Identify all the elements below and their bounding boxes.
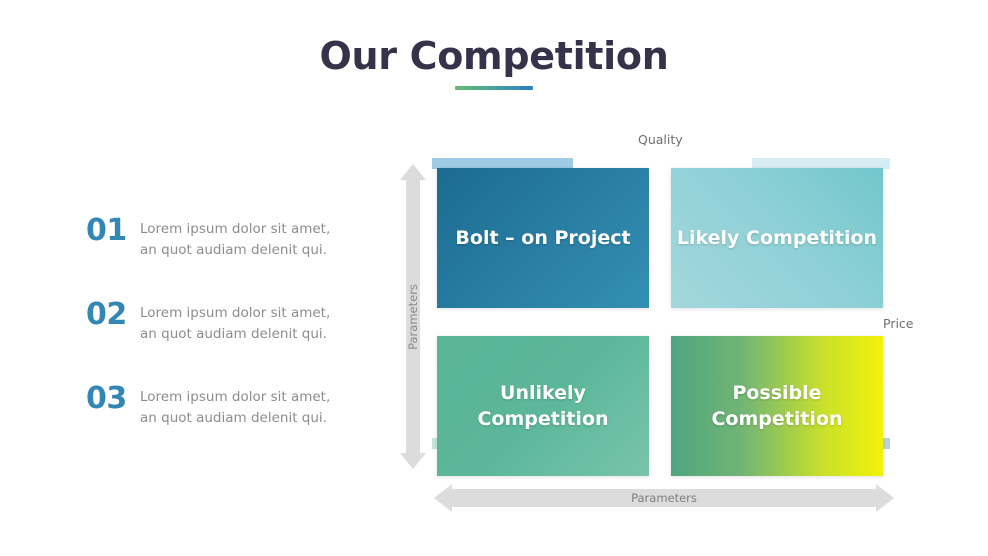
quadrant-label: Possible Competition bbox=[711, 382, 843, 430]
axis-label-quality: Quality bbox=[638, 132, 683, 147]
list-item-text: Lorem ipsum dolor sit amet, an quot audi… bbox=[140, 221, 331, 258]
axis-label-price: Price bbox=[883, 316, 914, 331]
page-title: Our Competition bbox=[319, 34, 669, 78]
page-header: Our Competition bbox=[0, 30, 988, 90]
quadrant-label: Likely Competition bbox=[676, 227, 878, 249]
quadrant-accent-bar-top-left bbox=[432, 158, 573, 169]
list-item-number: 01 bbox=[86, 213, 127, 248]
quadrant-likely-competition[interactable]: Likely Competition bbox=[671, 168, 883, 308]
list-item-number: 03 bbox=[86, 381, 127, 416]
title-underline-accent bbox=[455, 86, 533, 90]
numbered-list: 01 Lorem ipsum dolor sit amet, an quot a… bbox=[86, 215, 346, 467]
horizontal-double-arrow-icon bbox=[434, 484, 894, 512]
quadrant-accent-bar-top-right bbox=[752, 158, 890, 169]
quadrant-bolt-on-project[interactable]: Bolt – on Project bbox=[437, 168, 649, 308]
horizontal-axis-arrow: Parameters bbox=[434, 484, 894, 512]
vertical-double-arrow-icon bbox=[400, 164, 426, 469]
list-item-number: 02 bbox=[86, 297, 127, 332]
list-item: 02 Lorem ipsum dolor sit amet, an quot a… bbox=[86, 299, 346, 345]
quadrant-unlikely-competition[interactable]: Unlikely Competition bbox=[437, 336, 649, 476]
vertical-axis-arrow: Parameters bbox=[400, 164, 426, 469]
list-item-text: Lorem ipsum dolor sit amet, an quot audi… bbox=[140, 305, 331, 342]
list-item: 03 Lorem ipsum dolor sit amet, an quot a… bbox=[86, 383, 346, 429]
quadrant-label: Bolt – on Project bbox=[455, 227, 631, 249]
quadrant-possible-competition[interactable]: Possible Competition bbox=[671, 336, 883, 476]
vertical-axis-arrow-label: Parameters bbox=[406, 283, 421, 350]
list-item: 01 Lorem ipsum dolor sit amet, an quot a… bbox=[86, 215, 346, 261]
list-item-text: Lorem ipsum dolor sit amet, an quot audi… bbox=[140, 389, 331, 426]
quadrant-label: Unlikely Competition bbox=[477, 382, 609, 430]
competition-matrix: Quality Price Parameters Parameters Bolt… bbox=[396, 128, 956, 518]
horizontal-axis-arrow-label: Parameters bbox=[631, 491, 697, 505]
vertical-axis-arrow-label-wrap: Parameters bbox=[400, 164, 426, 469]
